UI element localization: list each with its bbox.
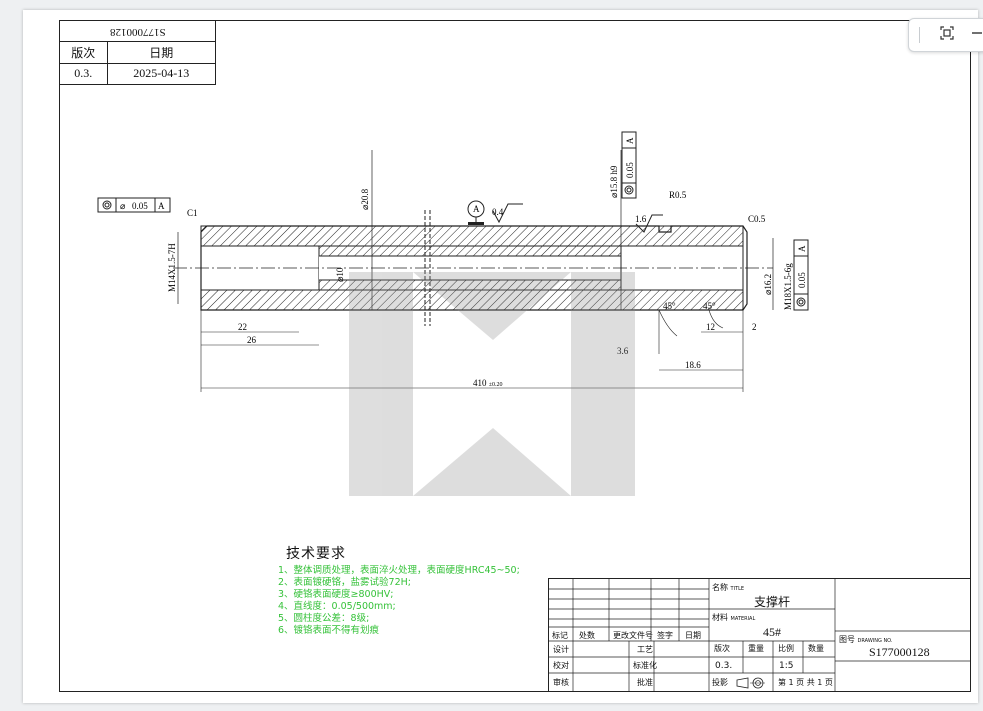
angle-1-label: 45° [663, 301, 676, 311]
drawing-number: S177000128 [869, 645, 930, 659]
tech-requirement-item: 6、镀铬表面不得有划痕 [278, 625, 380, 636]
rev-header-sign: 签字 [657, 631, 673, 640]
rev-header-mark: 标记 [552, 631, 568, 640]
tech-requirement-item: 4、直线度：0.05/500mm; [278, 601, 396, 612]
svg-text:0.05: 0.05 [132, 201, 148, 211]
roughness-main: 0.4 [492, 203, 523, 224]
chamfer-right-label: C0.5 [748, 214, 766, 224]
material-value: 45# [763, 625, 781, 639]
svg-text:0.05: 0.05 [625, 162, 635, 178]
len-3-6-label: 3.6 [617, 346, 629, 356]
fit-screen-button[interactable] [937, 25, 957, 45]
gdt-frame-top: 0.05 A [621, 131, 637, 199]
tech-requirement-item: 2、表面镀硬铬，盐雾试验72H; [278, 577, 411, 588]
len-22-label: 22 [238, 322, 247, 332]
svg-text:A: A [158, 201, 165, 211]
total-length-label: 410 ±0.20 [473, 378, 503, 388]
tech-requirement-item: 3、硬铬表面硬度≥800HV; [278, 589, 394, 600]
check-label: 校对 [553, 661, 569, 670]
scale-value: 1:5 [779, 661, 794, 671]
process-label: 工艺 [637, 645, 653, 654]
svg-text:0.4: 0.4 [492, 207, 504, 217]
weight-label: 重量 [748, 644, 764, 653]
thread-right-label: M18X1.5-6g [783, 263, 793, 310]
fit-screen-icon [939, 25, 955, 46]
drawing-no-label: 图号 [839, 635, 855, 644]
date-value: 2025-04-13 [106, 62, 217, 86]
svg-text:A: A [473, 204, 480, 214]
roughness-right-label: 1.6 [635, 214, 647, 224]
radius-label: R0.5 [669, 190, 687, 200]
gdt-frame-right: 0.05 A [793, 239, 809, 311]
title-block: 名称 TITLE 支撑杆 材料 MATERIAL 45# 图号 DRAWING … [548, 578, 971, 692]
scale-label: 比例 [778, 644, 794, 653]
part-name: 支撑杆 [754, 595, 791, 609]
chamfer-left-label: C1 [187, 208, 198, 218]
angle-2-label: 45° [703, 301, 716, 311]
gdt-frame-left: ⌀ 0.05 A [97, 197, 171, 213]
datum-a-marker: A [467, 200, 485, 225]
standardize-label: 标准化 [633, 661, 657, 670]
projection-label: 投影 [712, 678, 728, 687]
rev-header-count: 处数 [579, 631, 595, 640]
drawing-frame [59, 20, 971, 692]
dia-15-8-label: ⌀15.8 h9 [609, 165, 619, 198]
viewer-toolbar [908, 18, 983, 52]
tech-requirement-item: 1、整体调质处理，表面淬火处理，表面硬度HRC45~50; [278, 565, 520, 576]
quantity-label: 数量 [808, 644, 824, 653]
svg-text:⌀: ⌀ [120, 201, 126, 211]
svg-text:0.05: 0.05 [797, 272, 807, 288]
material-label: 材料 [712, 613, 728, 622]
len-12-label: 12 [706, 322, 715, 332]
rev-header-date: 日期 [685, 631, 701, 640]
len-18-6-label: 18.6 [685, 360, 701, 370]
projection-symbol-icon [736, 676, 766, 689]
shaft-drawing: ⌀ 0.05 A C1 M14X1.5-7H ⌀20.8 ⌀10 A 0.4 [97, 131, 809, 392]
upper-wall [200, 225, 744, 247]
review-label: 审核 [553, 678, 569, 687]
tech-requirements-list: 1、整体调质处理，表面淬火处理，表面硬度HRC45~50; 2、表面镀硬铬，盐雾… [278, 565, 520, 637]
len-26-label: 26 [247, 335, 257, 345]
svg-text:A: A [797, 245, 807, 252]
svg-text:A: A [625, 137, 635, 144]
drawing-sheet: S177000128 版次日期 0.3.2025-04-13 [23, 10, 978, 703]
version-label: 版次 [714, 644, 730, 653]
zoom-out-button[interactable] [967, 25, 983, 45]
approve-label: 批准 [637, 678, 653, 687]
name-label: 名称 [712, 583, 728, 592]
dia-10-label: ⌀10 [335, 267, 345, 282]
sheet-count: 第 1 页 共 1 页 [778, 678, 833, 687]
len-2-label: 2 [752, 322, 757, 332]
dia-20-8-label: ⌀20.8 [360, 188, 370, 210]
tech-requirements-title: 技术要求 [286, 546, 346, 562]
thread-left-label: M14X1.5-7H [167, 243, 177, 292]
minus-icon [970, 26, 983, 45]
lower-wall [200, 289, 744, 311]
version-value: 0.3. [59, 62, 108, 86]
dia-16-2-label: ⌀16.2 [763, 274, 773, 295]
version-box: S177000128 版次日期 0.3.2025-04-13 [59, 19, 217, 86]
tech-requirement-item: 5、圆柱度公差：8级; [278, 613, 370, 624]
design-label: 设计 [553, 645, 569, 654]
rev-header-doc: 更改文件号 [613, 631, 653, 640]
version-number: 0.3. [715, 661, 733, 671]
